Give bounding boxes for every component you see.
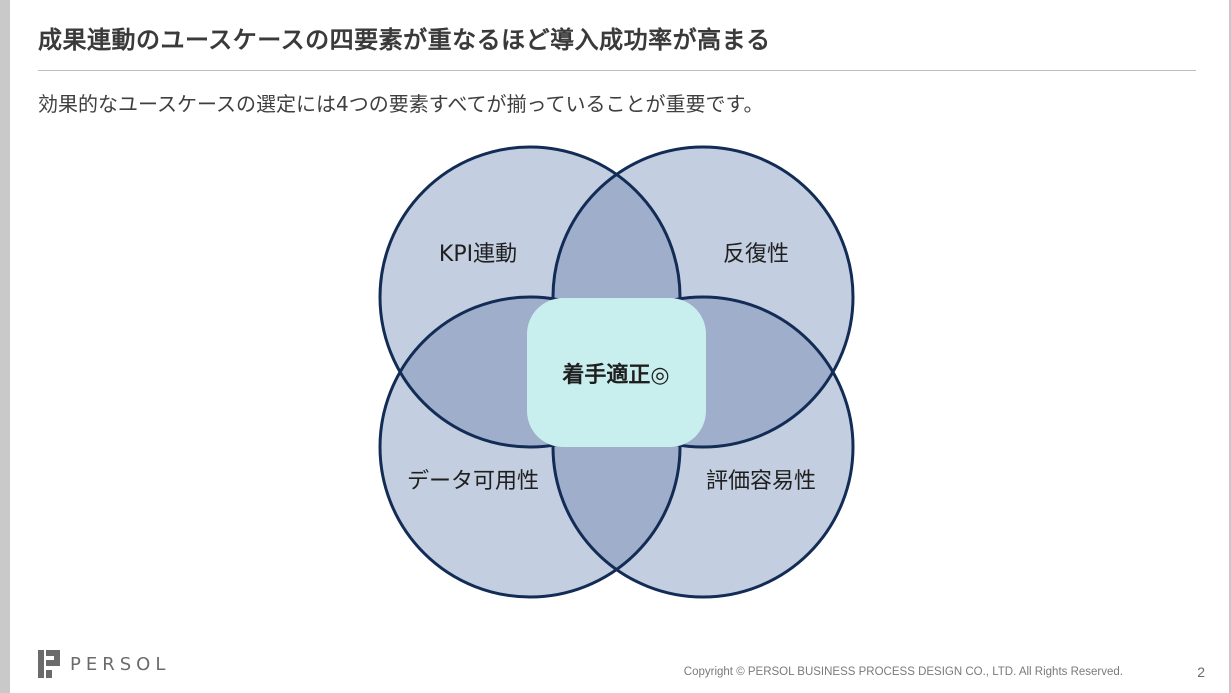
label-data: データ可用性	[407, 469, 539, 494]
title-divider	[38, 70, 1196, 71]
copyright-text: Copyright © PERSOL BUSINESS PROCESS DESI…	[683, 666, 1123, 678]
persol-logo-icon	[38, 650, 60, 678]
circle-outlines	[378, 145, 855, 599]
circle-kpi-outline	[378, 145, 682, 449]
label-eval: 評価容易性	[706, 469, 816, 494]
label-repeat: 反復性	[723, 242, 789, 267]
slide-subtitle: 効果的なユースケースの選定には4つの要素すべてが揃っていることが重要です。	[38, 92, 764, 116]
label-kpi: KPI連動	[439, 242, 517, 267]
label-center: 着手適正◎	[561, 362, 669, 388]
slide: 成果連動のユースケースの四要素が重なるほど導入成功率が高まる 効果的なユースケー…	[10, 0, 1229, 693]
slide-title: 成果連動のユースケースの四要素が重なるほど導入成功率が高まる	[38, 26, 771, 54]
circle-eval-outline	[551, 295, 855, 599]
center-box	[527, 298, 706, 447]
circle-data-outline	[378, 295, 682, 599]
page-number: 2	[1197, 664, 1205, 680]
circle-repeat-outline	[551, 145, 855, 449]
persol-logo: PERSOL	[38, 650, 170, 678]
logo-text: PERSOL	[70, 653, 171, 675]
